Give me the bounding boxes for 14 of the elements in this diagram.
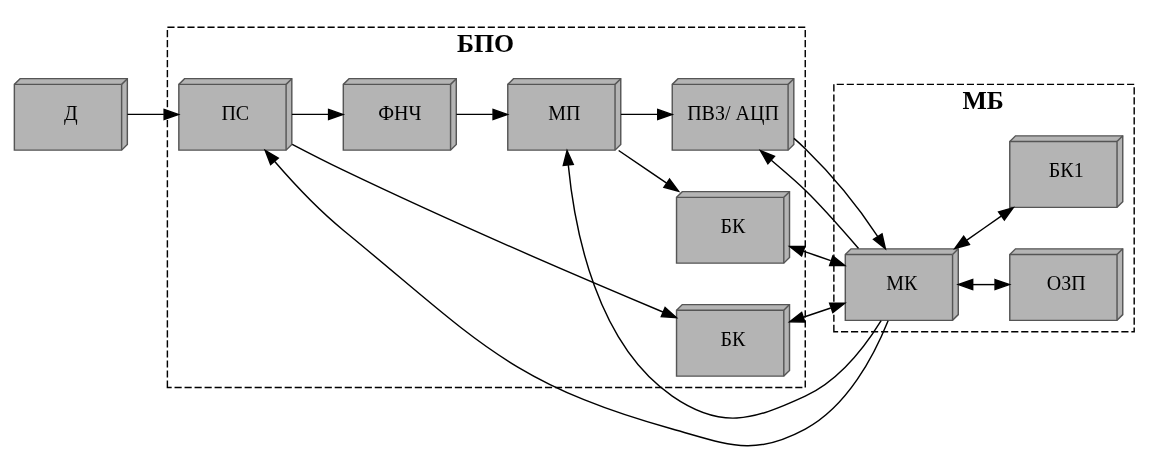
arrow — [617, 149, 681, 193]
arrow — [291, 108, 346, 121]
arrow — [793, 137, 887, 251]
arrow — [562, 148, 882, 419]
arrow — [956, 278, 1012, 291]
arrow — [787, 245, 847, 267]
arrow — [455, 108, 510, 121]
arrow — [787, 302, 847, 323]
arrow — [758, 149, 860, 250]
arrow — [263, 148, 889, 447]
arrow — [953, 206, 1015, 250]
arrow — [126, 108, 181, 121]
arrow — [620, 108, 675, 121]
arrow — [291, 143, 679, 319]
